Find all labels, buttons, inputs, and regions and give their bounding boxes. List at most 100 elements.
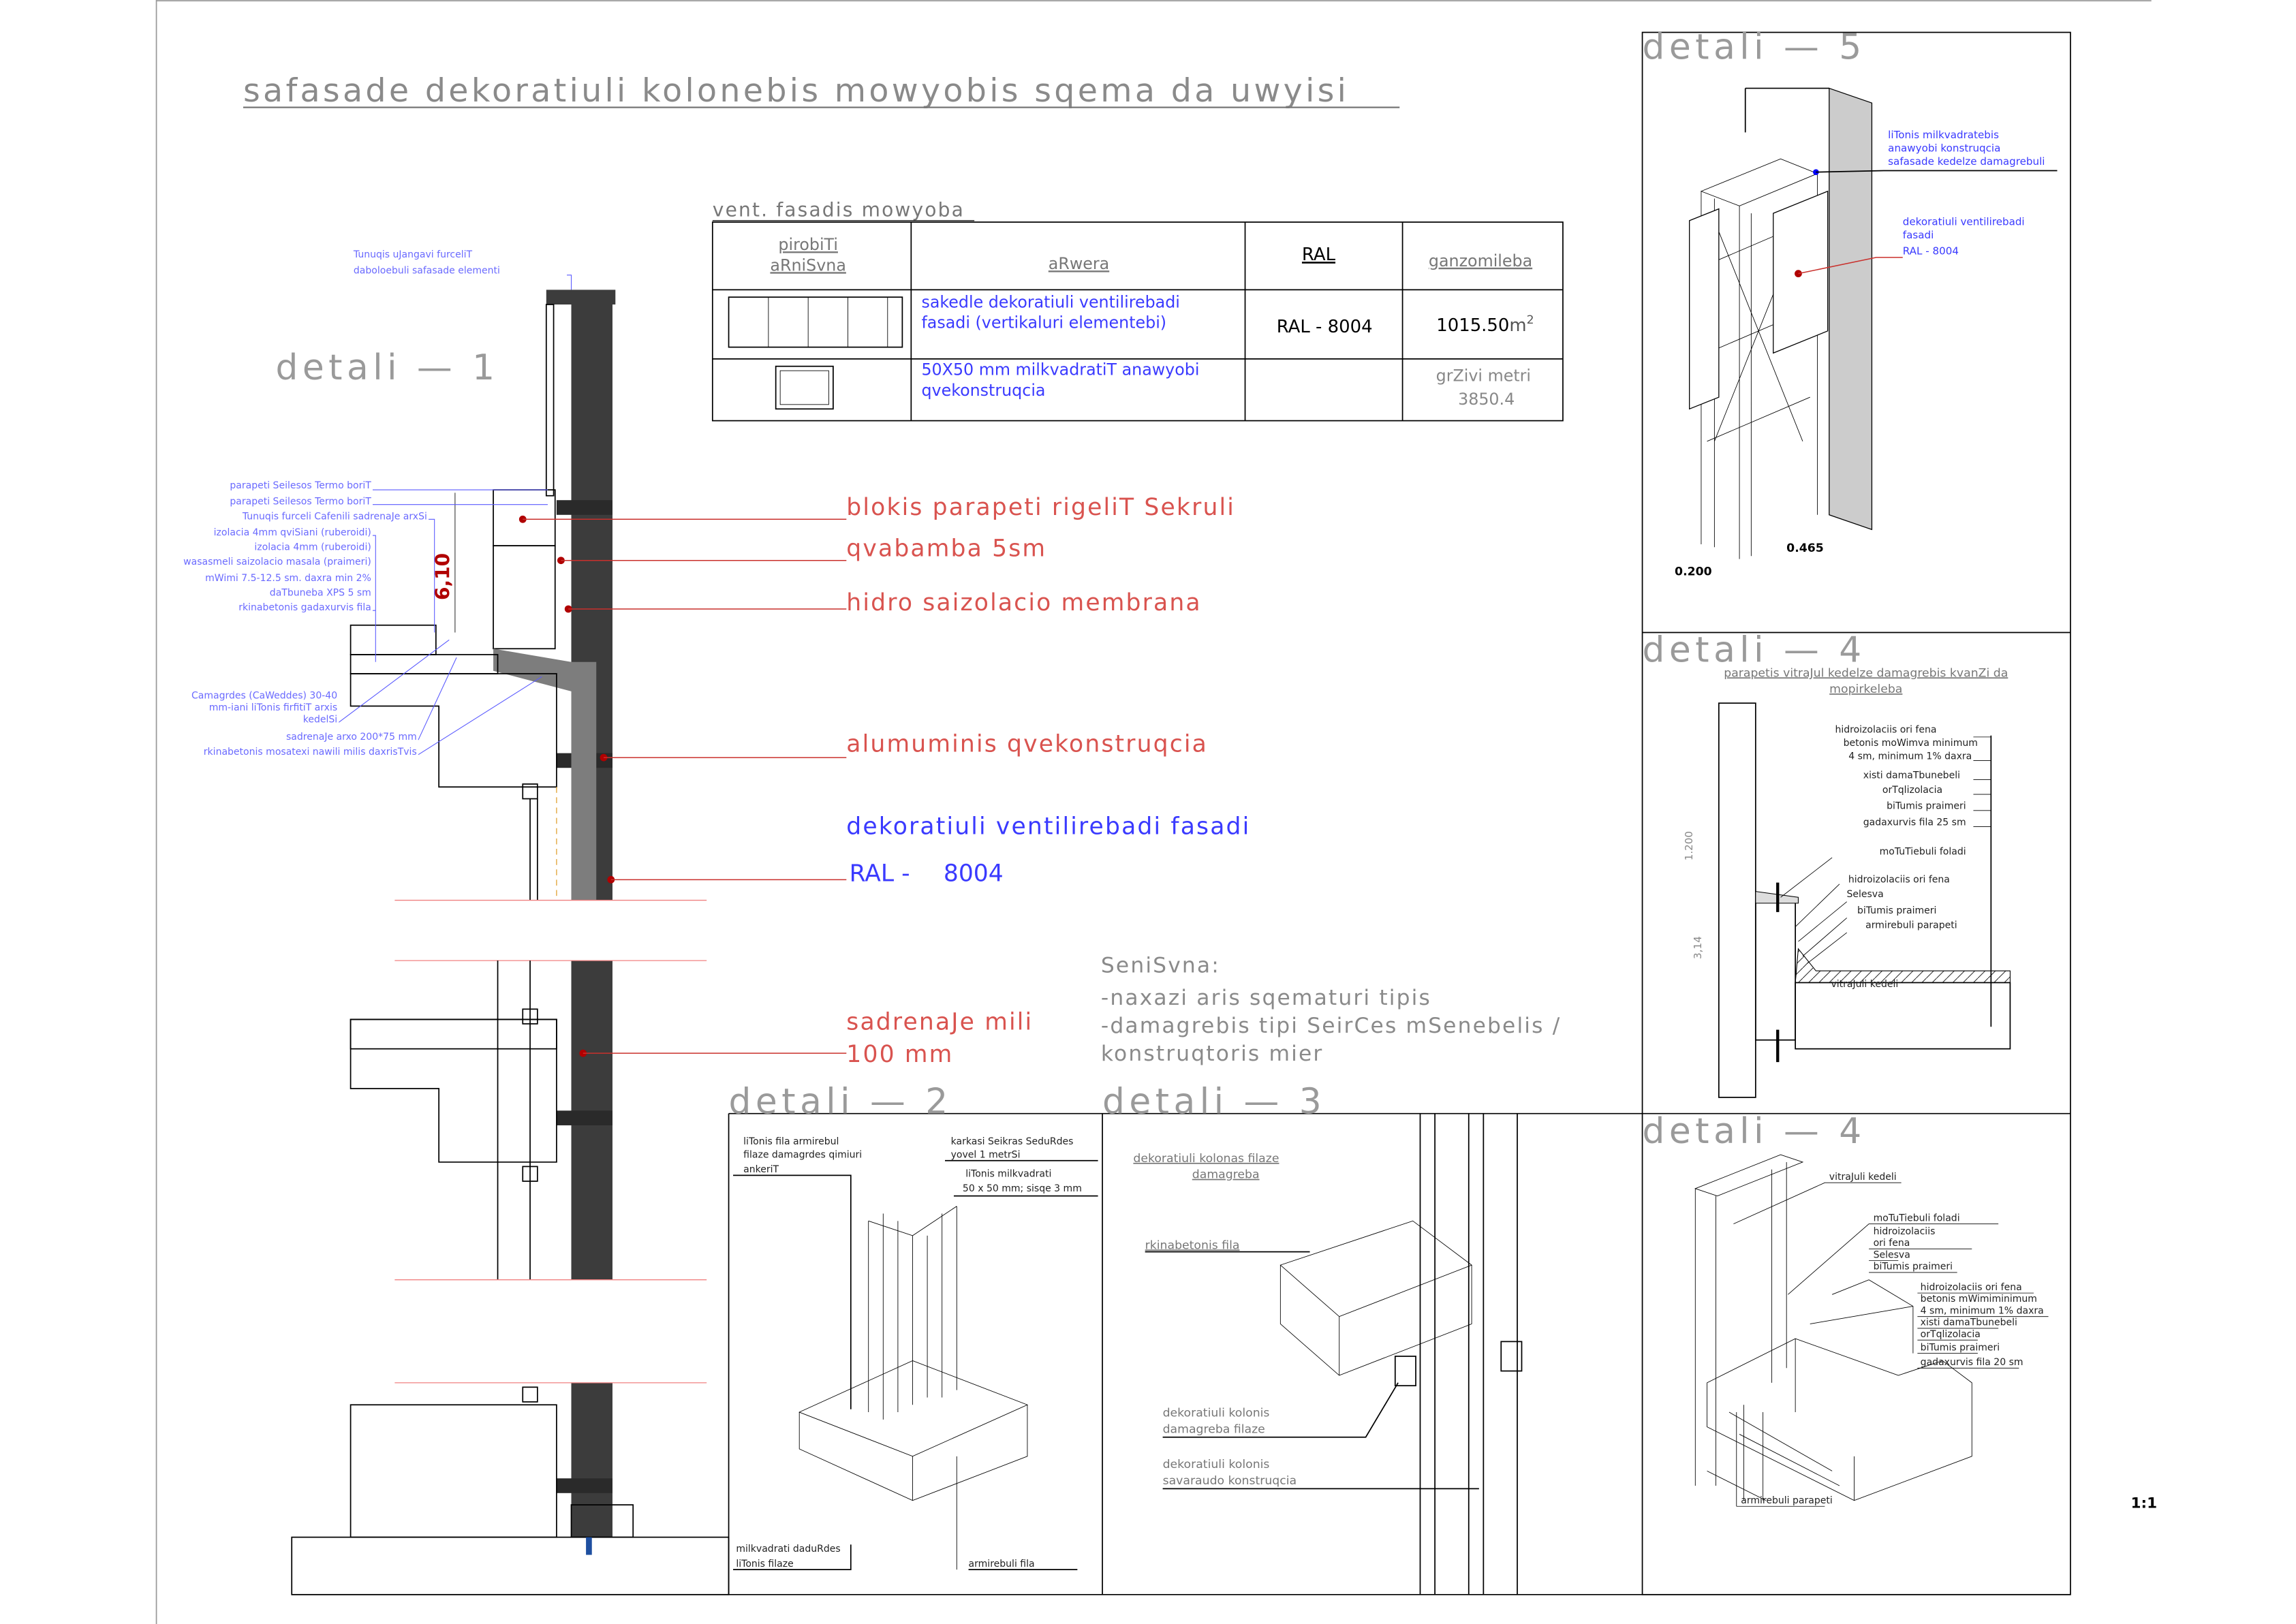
svg-text:milkvadrati daduRdes: milkvadrati daduRdes: [736, 1544, 840, 1555]
svg-text:dekoratiuli kolonis: dekoratiuli kolonis: [1163, 1407, 1270, 1420]
detail-4-section: detali — 4 parapetis vitraJul kedelze da…: [1643, 630, 2011, 1098]
svg-text:Camagrdes (CaWeddes) 30-40: Camagrdes (CaWeddes) 30-40: [191, 691, 337, 702]
svg-text:parapeti Seilesos Termo boriT: parapeti Seilesos Termo boriT: [230, 497, 371, 507]
table-caption: vent. fasadis mowyoba: [713, 198, 965, 221]
row2-size: grZivi metri: [1436, 366, 1531, 385]
svg-text:xisti damaTbunebeli: xisti damaTbunebeli: [1863, 770, 1960, 781]
specification-table: vent. fasadis mowyoba pirobiTi aRniSvna …: [711, 198, 1564, 422]
svg-text:wasasmeli saizolacio masala (p: wasasmeli saizolacio masala (praimeri): [183, 557, 371, 567]
svg-text:rkinabetonis fila: rkinabetonis fila: [1145, 1238, 1240, 1252]
panel-symbol-icon: [728, 296, 903, 348]
svg-text:parapetis vitraJul kedelze dam: parapetis vitraJul kedelze damagrebis kv…: [1724, 666, 2008, 680]
row2-description: 50X50 mm milkvadratiT anawyobi: [921, 360, 1199, 379]
svg-text:detali — 5: detali — 5: [1643, 27, 1866, 67]
svg-text:izolacia 4mm (ruberoidi): izolacia 4mm (ruberoidi): [254, 542, 371, 553]
svg-text:detali — 4: detali — 4: [1643, 630, 1866, 671]
svg-text:safasade kedelze damagrebuli: safasade kedelze damagrebuli: [1888, 155, 2045, 168]
sheet-title: safasade dekoratiuli kolonebis mowyobis …: [243, 72, 1349, 110]
svg-text:izolacia 4mm qviSiani (ruberoi: izolacia 4mm qviSiani (ruberoidi): [214, 527, 371, 538]
table-header-ral: RAL: [1302, 245, 1336, 265]
svg-text:yovel 1 metrSi: yovel 1 metrSi: [951, 1149, 1021, 1160]
svg-text:filaze damagrdes qimiuri: filaze damagrdes qimiuri: [743, 1149, 862, 1160]
svg-text:savaraudo konstruqcia: savaraudo konstruqcia: [1163, 1474, 1297, 1488]
svg-text:detali — 3: detali — 3: [1102, 1082, 1326, 1123]
svg-text:konstruqtoris mier: konstruqtoris mier: [1101, 1042, 1324, 1066]
svg-text:gadaxurvis fila 20 sm: gadaxurvis fila 20 sm: [1921, 1357, 2023, 1368]
svg-text:liTonis fila armirebul: liTonis fila armirebul: [743, 1136, 839, 1147]
svg-text:anawyobi konstruqcia: anawyobi konstruqcia: [1888, 142, 2000, 154]
svg-text:Selesva: Selesva: [1846, 889, 1883, 900]
svg-text:karkasi Seikras SeduRdes: karkasi Seikras SeduRdes: [951, 1136, 1074, 1147]
svg-text:liTonis milkvadratebis: liTonis milkvadratebis: [1888, 129, 1999, 141]
svg-text:armirebuli fila: armirebuli fila: [969, 1559, 1035, 1570]
table-header-size: ganzomileba: [1429, 251, 1532, 270]
svg-text:dekoratiuli kolonis: dekoratiuli kolonis: [1163, 1458, 1270, 1471]
callout-ral: RAL -: [850, 860, 910, 887]
callout-drain-diameter: 100 mm: [846, 1041, 953, 1068]
svg-text:dekoratiuli ventilirebadi: dekoratiuli ventilirebadi: [1903, 215, 2025, 228]
svg-text:rkinabetonis mosatexi nawili m: rkinabetonis mosatexi nawili milis daxri…: [204, 747, 417, 758]
tube-profile-symbol-icon: [775, 365, 834, 410]
scale-label: 1:1: [2130, 1495, 2157, 1512]
svg-text:hidroizolaciis ori fena: hidroizolaciis ori fena: [1835, 724, 1936, 735]
row1-description: sakedle dekoratiuli ventilirebadi: [921, 292, 1179, 311]
svg-text:moTuTiebuli foladi: moTuTiebuli foladi: [1874, 1213, 1960, 1223]
row2-size-2: 3850.4: [1458, 390, 1515, 409]
svg-text:3,14: 3,14: [1692, 936, 1704, 959]
svg-text:biTumis praimeri: biTumis praimeri: [1857, 905, 1936, 916]
svg-text:biTumis praimeri: biTumis praimeri: [1887, 801, 1966, 812]
callout-drain-pipe: sadrenaJe mili: [846, 1009, 1033, 1036]
svg-text:armirebuli parapeti: armirebuli parapeti: [1865, 920, 1957, 931]
svg-text:ori fena: ori fena: [1874, 1238, 1910, 1249]
row2-description-2: qvekonstruqcia: [921, 381, 1045, 400]
row1-description-2: fasadi (vertikaluri elementebi): [921, 313, 1166, 332]
detail-1-top-note: Tunuqis uJangavi furceliT: [353, 249, 473, 260]
svg-text:orTqlizolacia: orTqlizolacia: [1882, 785, 1942, 796]
detail-2: detali — 2 liTonis fila armirebul filaze…: [729, 1082, 1098, 1570]
svg-text:4 sm, minimum 1% daxra: 4 sm, minimum 1% daxra: [1921, 1305, 2044, 1316]
svg-text:daTbuneba XPS 5 sm: daTbuneba XPS 5 sm: [270, 588, 371, 599]
svg-text:damagreba: damagreba: [1192, 1168, 1260, 1182]
detail-4-axonometric: detali — 4 vitraJuli kedeli moTuTiebuli …: [1643, 1111, 2049, 1507]
svg-text:-naxazi aris sqematuri tipis: -naxazi aris sqematuri tipis: [1101, 986, 1431, 1010]
callout-markers: [518, 515, 847, 1057]
detail-1-section: detali — 1 Tunuqis uJangavi furceliT dab…: [183, 249, 1250, 1595]
general-notes: SeniSvna: -naxazi aris sqematuri tipis -…: [1101, 953, 1560, 1066]
svg-text:Selesva: Selesva: [1874, 1249, 1910, 1260]
svg-text:liTonis milkvadrati: liTonis milkvadrati: [965, 1169, 1051, 1180]
svg-text:SeniSvna:: SeniSvna:: [1101, 953, 1220, 978]
svg-text:mm-iani liTonis firfitiT arxis: mm-iani liTonis firfitiT arxis: [209, 702, 337, 713]
svg-text:xisti damaTbunebeli: xisti damaTbunebeli: [1921, 1317, 2017, 1328]
svg-text:ankeriT: ankeriT: [743, 1164, 779, 1175]
row1-size: 1015.50m2: [1436, 313, 1534, 336]
callout-ventilated-facade: dekoratiuli ventilirebadi fasadi: [846, 813, 1250, 840]
detail-5: detali — 5 liTonis milkvadratebis anawyo…: [1643, 27, 2058, 578]
row1-ral: RAL - 8004: [1277, 317, 1373, 337]
detail-1-title: detali — 1: [275, 347, 499, 388]
svg-text:gadaxurvis fila 25 sm: gadaxurvis fila 25 sm: [1863, 817, 1966, 828]
svg-text:hidroizolaciis ori fena: hidroizolaciis ori fena: [1921, 1282, 2022, 1293]
table-header-symbol-2: aRniSvna: [770, 255, 846, 275]
detail-3: detali — 3 dekoratiuli kolonas filaze da…: [1102, 1082, 1523, 1595]
svg-text:0.200: 0.200: [1675, 565, 1712, 578]
svg-text:damagreba filaze: damagreba filaze: [1163, 1422, 1265, 1436]
dimension-6-10: 6,10: [431, 553, 454, 600]
svg-text:mWimi 7.5-12.5 sm. daxra min 2: mWimi 7.5-12.5 sm. daxra min 2%: [205, 573, 371, 584]
svg-text:moTuTiebuli foladi: moTuTiebuli foladi: [1880, 847, 1966, 858]
svg-text:RAL - 8004: RAL - 8004: [1903, 245, 1959, 257]
callout-membrane: hidro saizolacio membrana: [846, 589, 1201, 616]
svg-text:rkinabetonis gadaxurvis fila: rkinabetonis gadaxurvis fila: [238, 602, 371, 613]
callout-aluminium-subframe: alumuminis qvekonstruqcia: [846, 730, 1208, 758]
svg-text:parapeti Seilesos Termo boriT: parapeti Seilesos Termo boriT: [230, 480, 371, 491]
svg-text:dekoratiuli kolonas filaze: dekoratiuli kolonas filaze: [1133, 1152, 1279, 1166]
lower-notes: Camagrdes (CaWeddes) 30-40 mm-iani liTon…: [191, 691, 417, 758]
svg-text:fasadi: fasadi: [1903, 229, 1934, 241]
callout-ral-code: 8004: [944, 860, 1004, 887]
svg-text:detali — 4: detali — 4: [1643, 1111, 1866, 1152]
svg-text:detali — 2: detali — 2: [729, 1082, 952, 1123]
layer-labels: parapeti Seilesos Termo boriT parapeti S…: [183, 480, 427, 613]
svg-text:kedelSi: kedelSi: [303, 714, 337, 725]
svg-text:vitraJuli kedeli: vitraJuli kedeli: [1831, 979, 1898, 990]
svg-text:50 x 50 mm; sisqe 3 mm: 50 x 50 mm; sisqe 3 mm: [963, 1183, 1082, 1194]
